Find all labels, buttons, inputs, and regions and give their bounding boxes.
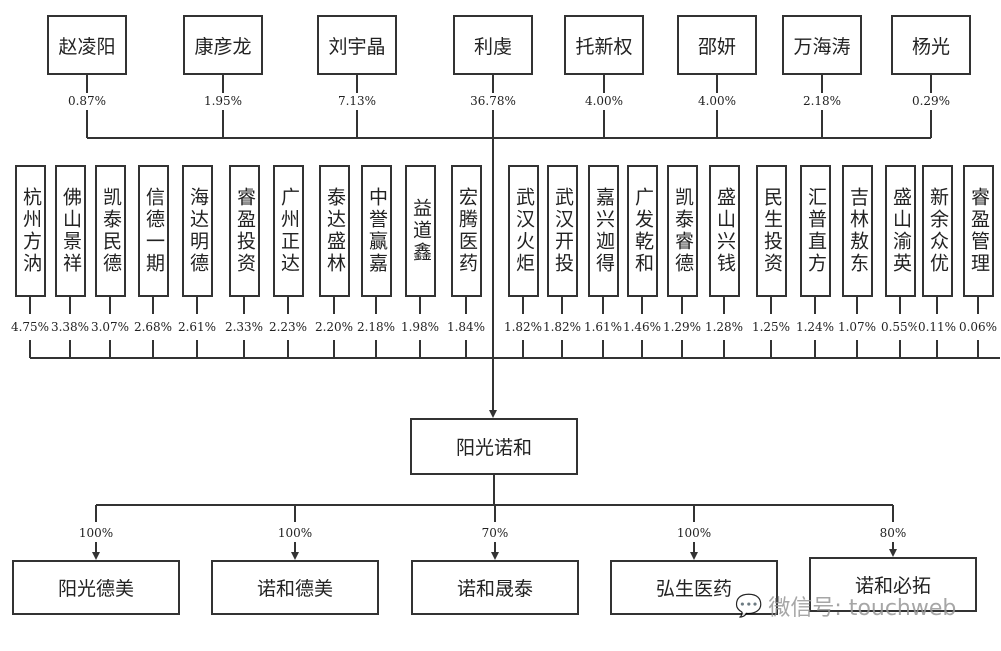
arrow-to-subsidiary bbox=[291, 552, 299, 560]
wechat-icon: 💬 bbox=[735, 593, 763, 619]
shareholder-box: 宏腾医药 bbox=[451, 165, 482, 297]
shareholding-pct: 1.95% bbox=[202, 94, 244, 108]
shareholder-box: 凯泰睿德 bbox=[667, 165, 698, 297]
shareholder-box: 新余众优 bbox=[922, 165, 953, 297]
shareholder-box: 杨光 bbox=[891, 15, 971, 75]
subsidiary-box: 诺和必拓 bbox=[809, 557, 977, 612]
shareholder-box: 海达明德 bbox=[182, 165, 213, 297]
shareholder-box: 睿盈管理 bbox=[963, 165, 994, 297]
shareholder-box: 信德一期 bbox=[138, 165, 169, 297]
shareholder-box: 中誉赢嘉 bbox=[361, 165, 392, 297]
shareholder-box: 盛山渝英 bbox=[885, 165, 916, 297]
shareholding-pct: 0.06% bbox=[957, 320, 999, 334]
shareholder-box: 广发乾和 bbox=[627, 165, 658, 297]
shareholder-box: 广州正达 bbox=[273, 165, 304, 297]
shareholding-pct: 2.68% bbox=[132, 320, 174, 334]
arrow-to-subsidiary bbox=[92, 552, 100, 560]
shareholder-box: 汇普直方 bbox=[800, 165, 831, 297]
shareholding-pct: 0.29% bbox=[910, 94, 952, 108]
shareholder-box: 武汉火炬 bbox=[508, 165, 539, 297]
subsidiary-box: 诺和晟泰 bbox=[411, 560, 579, 615]
shareholding-pct: 2.18% bbox=[801, 94, 843, 108]
shareholding-pct: 36.78% bbox=[469, 94, 517, 108]
shareholder-box: 利虔 bbox=[453, 15, 533, 75]
shareholding-pct: 2.18% bbox=[355, 320, 397, 334]
shareholding-pct: 2.20% bbox=[313, 320, 355, 334]
shareholder-box: 凯泰民德 bbox=[95, 165, 126, 297]
shareholding-pct: 1.61% bbox=[582, 320, 624, 334]
shareholding-pct: 0.55% bbox=[879, 320, 921, 334]
shareholding-pct: 7.13% bbox=[336, 94, 378, 108]
shareholder-box: 邵妍 bbox=[677, 15, 757, 75]
shareholding-pct: 3.07% bbox=[89, 320, 131, 334]
shareholding-pct: 2.23% bbox=[267, 320, 309, 334]
shareholder-box: 杭州方汭 bbox=[15, 165, 46, 297]
arrow-to-subsidiary bbox=[889, 549, 897, 557]
shareholding-pct: 1.84% bbox=[445, 320, 487, 334]
shareholder-box: 佛山景祥 bbox=[55, 165, 86, 297]
shareholding-pct: 4.00% bbox=[696, 94, 738, 108]
shareholder-box: 武汉开投 bbox=[547, 165, 578, 297]
subsidiary-pct: 100% bbox=[276, 526, 314, 540]
shareholding-pct: 1.07% bbox=[836, 320, 878, 334]
shareholder-box: 民生投资 bbox=[756, 165, 787, 297]
shareholding-pct: 1.98% bbox=[399, 320, 441, 334]
shareholding-pct: 3.38% bbox=[49, 320, 91, 334]
shareholding-pct: 1.28% bbox=[703, 320, 745, 334]
shareholding-pct: 1.82% bbox=[502, 320, 544, 334]
shareholder-box: 盛山兴钱 bbox=[709, 165, 740, 297]
shareholder-box: 嘉兴迦得 bbox=[588, 165, 619, 297]
shareholder-box: 泰达盛林 bbox=[319, 165, 350, 297]
shareholder-box: 赵凌阳 bbox=[47, 15, 127, 75]
shareholding-pct: 1.82% bbox=[541, 320, 583, 334]
shareholding-pct: 1.25% bbox=[750, 320, 792, 334]
shareholding-pct: 0.11% bbox=[916, 320, 958, 334]
arrow-to-company bbox=[489, 410, 497, 418]
shareholder-box: 刘宇晶 bbox=[317, 15, 397, 75]
shareholder-box: 吉林敖东 bbox=[842, 165, 873, 297]
subsidiary-pct: 80% bbox=[878, 526, 908, 540]
shareholder-box: 托新权 bbox=[564, 15, 644, 75]
subsidiary-pct: 100% bbox=[77, 526, 115, 540]
watermark-text: 微信号: touchweb bbox=[768, 596, 957, 621]
shareholding-pct: 2.33% bbox=[223, 320, 265, 334]
shareholder-box: 睿盈投资 bbox=[229, 165, 260, 297]
shareholding-pct: 0.87% bbox=[66, 94, 108, 108]
subsidiary-box: 诺和德美 bbox=[211, 560, 379, 615]
company-box: 阳光诺和 bbox=[410, 418, 578, 475]
arrow-to-subsidiary bbox=[491, 552, 499, 560]
watermark: 💬 微信号: touchweb bbox=[735, 590, 956, 622]
subsidiary-box: 阳光德美 bbox=[12, 560, 180, 615]
shareholder-box: 益道鑫 bbox=[405, 165, 436, 297]
shareholding-pct: 1.46% bbox=[621, 320, 663, 334]
subsidiary-box: 弘生医药 bbox=[610, 560, 778, 615]
shareholding-pct: 2.61% bbox=[176, 320, 218, 334]
subsidiary-pct: 100% bbox=[675, 526, 713, 540]
shareholding-pct: 1.24% bbox=[794, 320, 836, 334]
shareholding-pct: 4.75% bbox=[9, 320, 51, 334]
shareholding-pct: 4.00% bbox=[583, 94, 625, 108]
shareholder-box: 康彦龙 bbox=[183, 15, 263, 75]
subsidiary-pct: 70% bbox=[480, 526, 510, 540]
arrow-to-subsidiary bbox=[690, 552, 698, 560]
shareholder-box: 万海涛 bbox=[782, 15, 862, 75]
shareholding-pct: 1.29% bbox=[661, 320, 703, 334]
